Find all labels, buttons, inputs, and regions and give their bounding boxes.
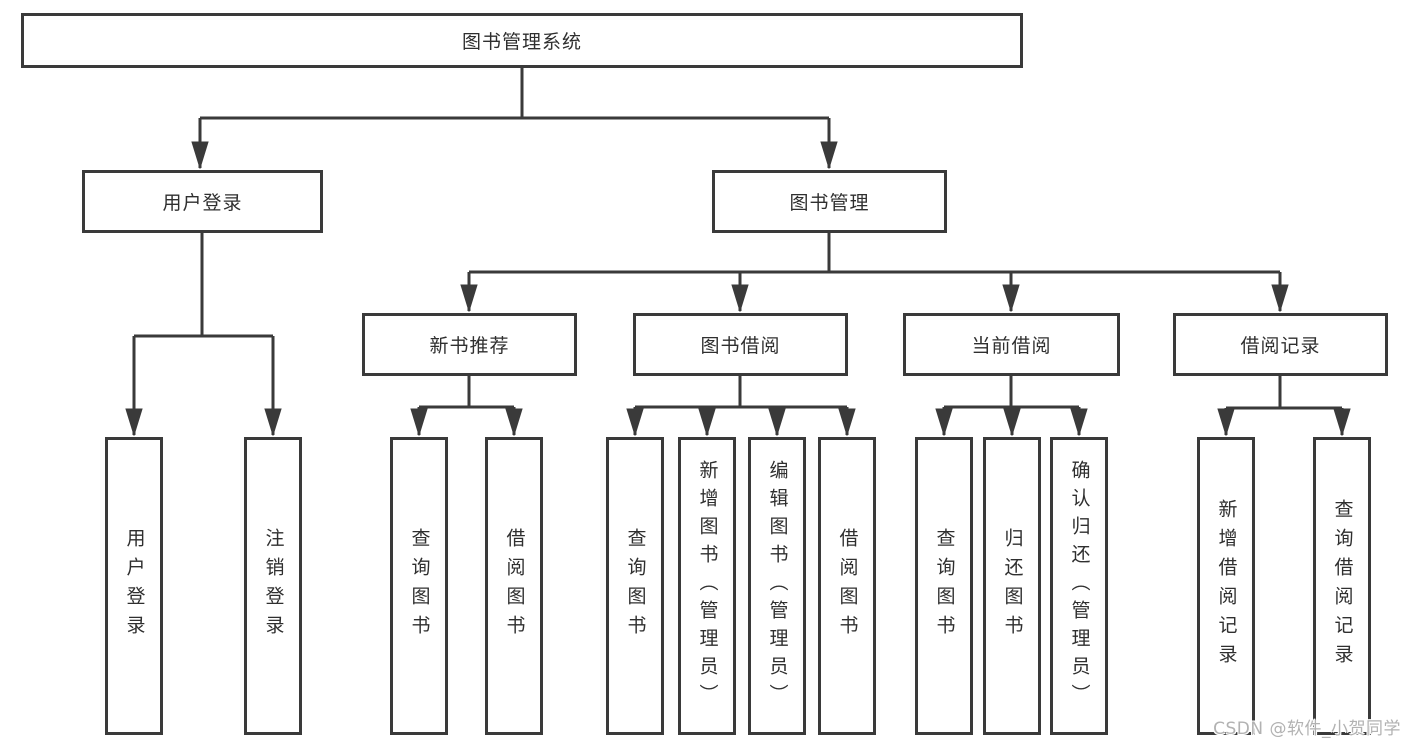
connector-borrow-records-to-leaves [1226, 376, 1342, 435]
node-label: 借阅图书 [836, 528, 859, 644]
node-label: 编辑图书（管理员） [766, 460, 789, 712]
connector-book-management-to-level3 [469, 233, 1280, 311]
leaf-query-borrow-record: 查询借阅记录 [1313, 437, 1371, 735]
connector-book-borrow-to-leaves [635, 376, 847, 435]
node-label: 查询图书 [624, 528, 647, 644]
node-new-book-recommend: 新书推荐 [362, 313, 577, 376]
leaf-logout: 注销登录 [244, 437, 302, 735]
leaf-add-borrow-record: 新增借阅记录 [1197, 437, 1255, 735]
node-label: 借阅图书 [503, 528, 526, 644]
leaf-query-books-recommend: 查询图书 [390, 437, 448, 735]
connector-root-to-level2 [200, 68, 829, 168]
node-label: 注销登录 [262, 528, 285, 644]
node-label: 用户登录 [162, 192, 243, 214]
node-book-borrow: 图书借阅 [633, 313, 848, 376]
leaf-borrow-books: 借阅图书 [818, 437, 876, 735]
connector-current-borrow-to-leaves [944, 376, 1079, 435]
node-label: 查询借阅记录 [1331, 499, 1354, 673]
node-label: 归还图书 [1001, 528, 1024, 644]
node-label: 新增借阅记录 [1215, 499, 1238, 673]
node-label: 借阅记录 [1240, 335, 1321, 357]
node-label: 图书管理 [789, 192, 870, 214]
node-book-management: 图书管理 [712, 170, 947, 233]
node-label: 确认归还（管理员） [1068, 460, 1091, 712]
connector-user-login-to-leaves [134, 233, 273, 435]
node-label: 用户登录 [123, 528, 146, 644]
node-label: 查询图书 [933, 528, 956, 644]
csdn-watermark: CSDN @软件_小贺同学 [1213, 719, 1401, 739]
node-label: 新增图书（管理员） [696, 460, 719, 712]
node-label: 当前借阅 [971, 335, 1052, 357]
node-current-borrow: 当前借阅 [903, 313, 1120, 376]
leaf-query-books-borrow: 查询图书 [606, 437, 664, 735]
leaf-user-login: 用户登录 [105, 437, 163, 735]
node-root-system: 图书管理系统 [21, 13, 1023, 68]
connector-new-book-recommend-to-leaves [419, 376, 514, 435]
node-borrow-records: 借阅记录 [1173, 313, 1388, 376]
node-user-login: 用户登录 [82, 170, 323, 233]
leaf-add-book-admin: 新增图书（管理员） [678, 437, 736, 735]
leaf-confirm-return-admin: 确认归还（管理员） [1050, 437, 1108, 735]
node-label: 图书管理系统 [461, 31, 582, 53]
leaf-edit-book-admin: 编辑图书（管理员） [748, 437, 806, 735]
node-label: 图书借阅 [700, 335, 781, 357]
leaf-borrow-books-recommend: 借阅图书 [485, 437, 543, 735]
leaf-query-books-current: 查询图书 [915, 437, 973, 735]
leaf-return-books: 归还图书 [983, 437, 1041, 735]
node-label: 查询图书 [408, 528, 431, 644]
node-label: 新书推荐 [429, 335, 510, 357]
